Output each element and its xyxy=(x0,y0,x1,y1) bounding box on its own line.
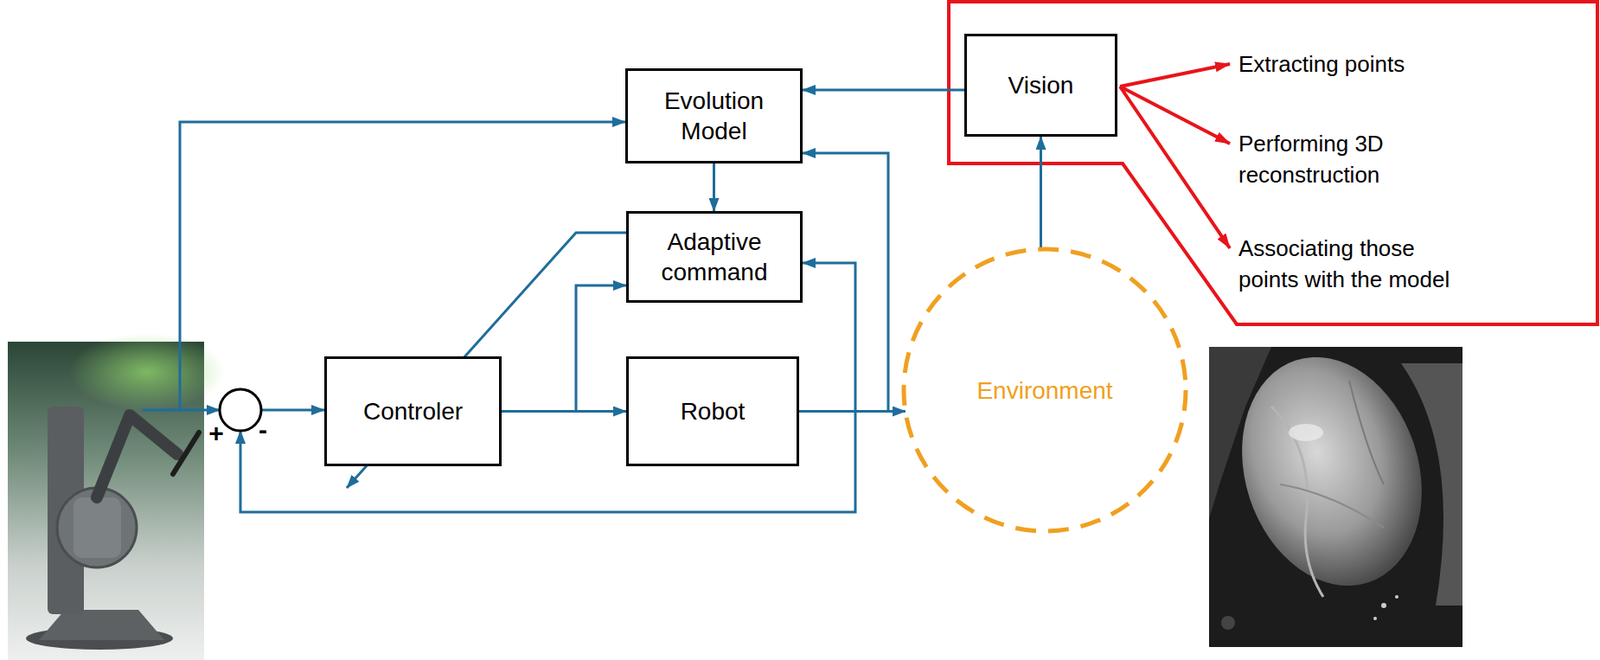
step-label: Associating those points with the model xyxy=(1238,232,1477,296)
photo-glow xyxy=(69,332,225,411)
device-foot xyxy=(38,609,165,640)
node-text: Evolution Model xyxy=(633,85,795,147)
sign-label: - xyxy=(254,416,272,443)
device-arm xyxy=(96,415,178,498)
tissue-speck xyxy=(1373,616,1377,621)
signal-connector xyxy=(799,262,856,412)
signal-connector xyxy=(712,163,716,212)
heart-vessel xyxy=(1271,406,1324,597)
node-text: Environment xyxy=(976,375,1113,406)
heart-vessel xyxy=(1349,380,1384,485)
tissue-speck xyxy=(1395,595,1399,599)
heart-vessel xyxy=(1280,484,1384,528)
process-box: Evolution Model xyxy=(625,68,803,164)
vision-callout-arrows xyxy=(1120,64,1230,249)
signal-wires xyxy=(142,121,856,512)
signal-connector xyxy=(501,285,627,412)
environment-outline xyxy=(903,249,1186,532)
node-text: Vision xyxy=(1008,70,1075,101)
process-box: Vision xyxy=(964,33,1118,137)
tissue-speck xyxy=(1381,602,1387,608)
node-text: Robot xyxy=(680,396,746,427)
summing-junction xyxy=(219,389,262,431)
callout-arrow xyxy=(1120,86,1230,249)
node-text: Controler xyxy=(363,396,463,427)
node-text: Adaptive command xyxy=(633,226,795,288)
process-box: Robot xyxy=(626,356,800,467)
process-box: Controler xyxy=(324,356,502,467)
sign-label: + xyxy=(205,420,227,447)
heart-photo xyxy=(1209,333,1463,647)
callout-arrow xyxy=(1120,64,1230,87)
device-stylus xyxy=(172,432,199,474)
signal-connector xyxy=(802,89,965,92)
signal-connector xyxy=(799,153,889,412)
process-box: Adaptive command xyxy=(626,211,803,303)
haptic-device-photo xyxy=(7,332,225,660)
signal-connector xyxy=(1039,136,1043,250)
environment-circle: Environment xyxy=(901,246,1189,534)
heart-shape xyxy=(1213,333,1451,610)
tissue-detail xyxy=(1221,615,1236,630)
device-gimbal xyxy=(73,497,122,558)
step-label: Performing 3D reconstruction xyxy=(1238,128,1477,192)
callout-arrow xyxy=(1120,86,1230,144)
signal-connector xyxy=(799,409,906,413)
specular-highlight xyxy=(1288,423,1324,442)
error-wire xyxy=(261,409,325,412)
step-label: Extracting points xyxy=(1238,48,1477,80)
